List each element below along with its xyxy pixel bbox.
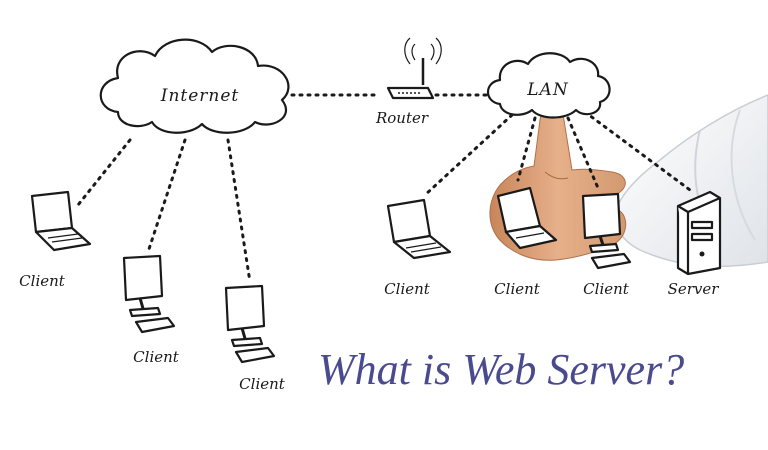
link-internet-client-1	[76, 138, 132, 207]
router-icon	[386, 37, 442, 100]
sleeve-fold	[730, 109, 756, 241]
cloud-icon	[99, 38, 290, 134]
server-label: Server	[668, 280, 720, 298]
lan-cloud: LAN	[486, 52, 611, 119]
desktop-monitor-icon	[122, 254, 176, 334]
link-lan-client-6	[566, 116, 600, 190]
client-laptop-lan-2: Client	[494, 186, 558, 298]
client-label: Client	[583, 280, 630, 298]
connection-lines	[76, 93, 692, 284]
server: Server	[668, 190, 722, 298]
lan-label: LAN	[526, 80, 569, 100]
client-label: Client	[19, 272, 66, 290]
finger-crease	[544, 171, 569, 180]
client-desktop-left-1: Client	[122, 254, 180, 366]
client-laptop-lan-1: Client	[384, 198, 452, 298]
client-label: Client	[133, 348, 180, 366]
link-lan-server	[583, 110, 692, 192]
page-title: What is Web Server?	[318, 345, 684, 394]
client-label: Client	[384, 280, 431, 298]
router-label: Router	[375, 109, 429, 127]
link-lan-client-5	[516, 116, 537, 182]
link-internet-client-3	[226, 138, 252, 284]
client-label: Client	[239, 375, 286, 393]
cloud-icon	[486, 52, 611, 119]
desktop-monitor-icon	[224, 284, 276, 364]
desktop-monitor-icon	[581, 192, 632, 270]
laptop-icon	[496, 186, 558, 250]
link-internet-client-2	[146, 138, 187, 254]
laptop-icon	[30, 190, 92, 252]
client-desktop-lan: Client	[581, 192, 632, 298]
internet-label: Internet	[160, 86, 240, 106]
server-tower-icon	[676, 190, 722, 276]
internet-cloud: Internet	[99, 38, 290, 134]
link-lan-client-4	[423, 113, 514, 197]
client-label: Client	[494, 280, 541, 298]
laptop-icon	[386, 198, 452, 260]
client-desktop-left-2: Client	[224, 284, 286, 393]
client-laptop-left: Client	[19, 190, 92, 290]
router: Router	[375, 37, 442, 127]
